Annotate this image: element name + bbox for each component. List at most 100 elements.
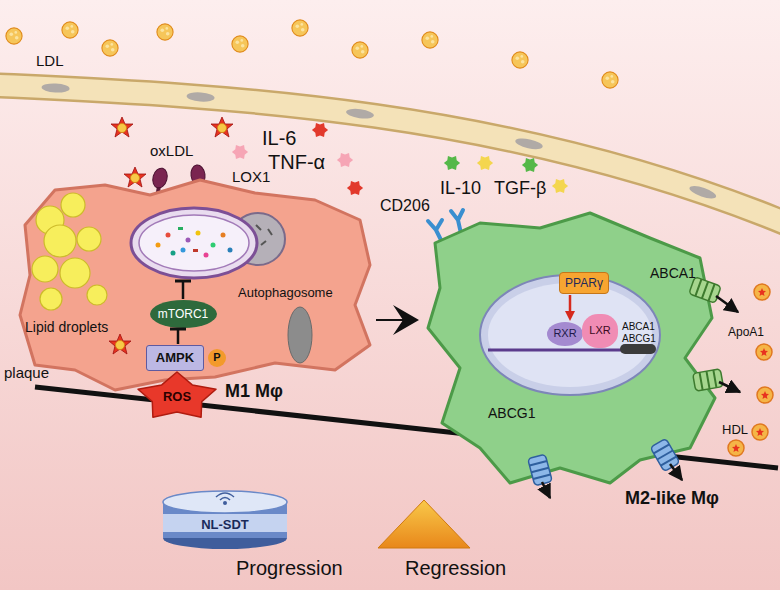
macrophage-outline xyxy=(288,307,312,363)
lipid-droplet xyxy=(61,193,85,217)
apoa1-hdl-particles xyxy=(728,440,744,456)
sonodynamic-device xyxy=(163,491,287,513)
apoa1-hdl-particles xyxy=(757,387,773,403)
inhibition-bar xyxy=(170,328,186,331)
vessel-endothelium xyxy=(346,107,375,120)
ldl-particles xyxy=(232,36,248,52)
lipid-droplet xyxy=(32,256,58,282)
autophagosome: Autophagosome xyxy=(128,205,288,280)
cytokines xyxy=(337,153,353,167)
node-text: NL-SDT xyxy=(201,517,249,533)
autophagosome-shape xyxy=(228,248,233,253)
label-holder: LDL xyxy=(36,52,64,70)
ampk-box: AMPK xyxy=(146,345,204,371)
connector-line xyxy=(182,281,185,299)
autophagosome-shape xyxy=(196,231,201,236)
connector xyxy=(565,295,575,321)
label: TGF-β xyxy=(494,178,546,200)
autophagosome-shape xyxy=(221,233,226,238)
node-text: M1 Mφ xyxy=(225,381,283,403)
macrophage-outline xyxy=(650,438,680,471)
vessel-endothelium xyxy=(186,91,215,102)
fulcrum xyxy=(378,500,470,548)
macrophage-outline xyxy=(20,180,370,390)
label-holder: plaque xyxy=(4,364,49,382)
node-text: mTORC1 xyxy=(158,307,208,321)
label-holder: oxLDL xyxy=(150,142,193,160)
mtorc1-oval: mTORC1 xyxy=(150,300,217,328)
label-holder: Regression xyxy=(405,556,506,580)
ldl-particles xyxy=(352,42,368,58)
connector-line xyxy=(569,295,572,312)
cytokines xyxy=(477,156,493,170)
ldl-particles xyxy=(512,52,528,68)
label: ABCA1 xyxy=(622,321,655,333)
sonodynamic-device xyxy=(223,501,227,505)
oxldl-particles xyxy=(111,117,133,137)
connector-line xyxy=(376,319,403,321)
m1-macrophage: M1 MφAutophagosomemTORC1AMPKPROS xyxy=(15,165,375,390)
arrow-head xyxy=(565,311,575,321)
vessel-endothelium xyxy=(514,136,543,151)
label-holder: TNF-α xyxy=(268,150,325,174)
ldl-particles xyxy=(6,20,618,88)
lox1-receptor xyxy=(151,167,170,190)
autophagosome-shape xyxy=(139,215,249,271)
oxldl-particles xyxy=(111,117,233,187)
ros-star: ROS xyxy=(135,371,219,423)
connector xyxy=(170,329,186,344)
label-holder: TGF-β xyxy=(494,178,546,200)
label: TNF-α xyxy=(268,150,325,174)
label: IL-6 xyxy=(262,126,296,150)
lipid-droplet xyxy=(32,193,107,310)
connector xyxy=(376,305,419,335)
lipid-droplet xyxy=(87,285,107,305)
macrophage-outline xyxy=(695,279,714,301)
text-holder: NL-SDT xyxy=(160,515,290,533)
inhibition-bar xyxy=(175,280,191,283)
node-text: M2-like Mφ xyxy=(625,488,719,510)
lipid-droplet xyxy=(77,227,101,251)
lipid-droplet xyxy=(40,288,62,310)
text-holder: M1 Mφ xyxy=(225,381,283,403)
ldl-particles xyxy=(292,20,308,36)
label: HDL xyxy=(722,422,748,438)
macrophage-outline xyxy=(542,482,550,498)
label-holder: IL-6 xyxy=(262,126,296,150)
ppar-gamma-box: PPARγ xyxy=(559,272,609,294)
autophagosome-shape xyxy=(166,233,171,238)
text-holder: Autophagosome xyxy=(238,283,333,301)
label: ApoA1 xyxy=(728,325,764,339)
cytokines xyxy=(232,145,248,159)
autophagosome-shape xyxy=(193,249,198,252)
autophagosome-shape xyxy=(181,248,186,253)
autophagosome-shape xyxy=(156,243,161,248)
label: Progression xyxy=(236,556,343,580)
macrophage-outline xyxy=(650,438,680,471)
label-holder: Progression xyxy=(236,556,343,580)
macrophage-outline xyxy=(529,461,550,479)
macrophage-outline xyxy=(620,344,656,354)
node-text: P xyxy=(213,351,220,364)
apoa1-hdl-particles xyxy=(756,344,772,360)
macrophage-outline xyxy=(670,464,682,480)
cytokines xyxy=(444,156,460,170)
ros-burst xyxy=(138,372,216,417)
label: plaque xyxy=(4,364,49,382)
autophagosome-shape xyxy=(178,227,183,230)
autophagosome-shape xyxy=(131,208,257,278)
lipid-droplet xyxy=(44,225,76,257)
autophagosome-shape xyxy=(211,243,216,248)
macrophage-outline xyxy=(693,369,724,392)
nl-sdt-device: NL-SDT xyxy=(160,486,290,550)
label: ABCA1 xyxy=(650,265,696,282)
oxldl-particles xyxy=(211,117,233,137)
phospho-circle: P xyxy=(208,349,226,367)
apoa1-hdl-particles xyxy=(754,284,770,300)
autophagosome-shape xyxy=(204,253,209,258)
sonodynamic-device xyxy=(163,514,287,532)
connector xyxy=(175,281,191,299)
label-holder: CD206 xyxy=(380,196,430,215)
macrophage-outline xyxy=(700,370,717,390)
